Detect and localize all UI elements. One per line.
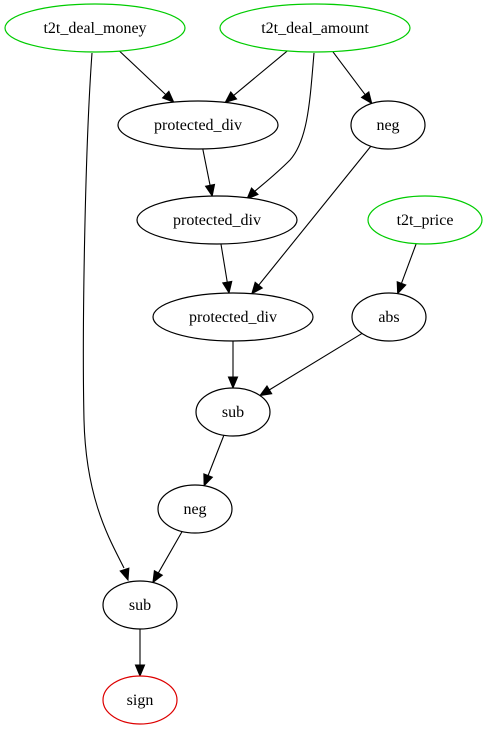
edge-line bbox=[332, 51, 366, 95]
node-label: neg bbox=[183, 501, 206, 518]
arrowhead bbox=[258, 385, 273, 397]
arrowhead bbox=[251, 281, 264, 295]
node-label: t2t_deal_amount bbox=[261, 20, 369, 37]
edge-line bbox=[119, 50, 167, 95]
edge-n_pdiv1-to-n_pdiv2 bbox=[202, 148, 216, 198]
node-ellipse bbox=[195, 387, 271, 437]
arrowhead bbox=[134, 664, 146, 678]
node-input-t2t-deal-money: t2t_deal_money bbox=[4, 3, 186, 53]
edge-line bbox=[269, 332, 363, 391]
edge-line bbox=[233, 50, 288, 96]
node-label: abs bbox=[378, 309, 399, 326]
edge-n_amount-to-n_neg1 bbox=[332, 51, 373, 105]
node-ellipse bbox=[117, 100, 279, 150]
node-ellipse bbox=[351, 292, 427, 342]
node-input-t2t-price: t2t_price bbox=[367, 195, 483, 245]
arrowhead bbox=[360, 91, 373, 105]
edge-n_sub1-to-n_neg2 bbox=[203, 435, 225, 487]
arrowhead bbox=[246, 187, 259, 200]
node-label: t2t_deal_money bbox=[43, 20, 146, 37]
edge-n_money-to-n_pdiv1 bbox=[119, 50, 175, 104]
node-label: sub bbox=[129, 597, 151, 614]
edge-n_neg2-to-n_sub2 bbox=[152, 531, 183, 584]
nodes-layer: t2t_deal_money t2t_deal_amount protected_d… bbox=[4, 3, 483, 725]
node-ellipse bbox=[102, 675, 178, 725]
edge-line bbox=[220, 243, 228, 283]
node-ellipse bbox=[350, 100, 426, 150]
arrowhead bbox=[203, 473, 214, 487]
node-label: sign bbox=[127, 692, 154, 709]
edge-line bbox=[207, 435, 225, 476]
edge-n_money-to-n_sub2 bbox=[82, 52, 130, 582]
node-label: protected_div bbox=[154, 117, 242, 134]
arrowhead bbox=[227, 376, 239, 390]
node-ellipse bbox=[4, 3, 186, 53]
arrowhead bbox=[221, 280, 233, 295]
edge-n_pdiv3-to-n_sub1 bbox=[227, 341, 239, 390]
node-op-sub: sub bbox=[102, 580, 178, 630]
node-label: t2t_price bbox=[397, 212, 454, 229]
arrowhead bbox=[396, 281, 407, 295]
edge-n_amount-to-n_pdiv1 bbox=[224, 50, 288, 104]
edge-n_price-to-n_abs bbox=[396, 243, 417, 295]
node-op-protected-div: protected_div bbox=[136, 195, 298, 245]
edge-line bbox=[400, 243, 417, 284]
edge-line bbox=[202, 148, 211, 186]
edge-n_pdiv2-to-n_pdiv3 bbox=[220, 243, 233, 295]
node-label: sub bbox=[222, 404, 244, 421]
edge-n_neg1-to-n_pdiv3 bbox=[251, 145, 372, 295]
node-ellipse bbox=[367, 195, 483, 245]
edge-line bbox=[157, 531, 183, 574]
node-op-protected-div: protected_div bbox=[117, 100, 279, 150]
node-label: protected_div bbox=[189, 309, 277, 326]
edge-n_sub2-to-n_sign bbox=[134, 629, 146, 678]
arrowhead bbox=[152, 569, 164, 584]
node-op-neg: neg bbox=[350, 100, 426, 150]
edge-line bbox=[253, 52, 315, 193]
arrowhead bbox=[224, 90, 238, 104]
node-label: protected_div bbox=[173, 212, 261, 229]
arrowhead bbox=[119, 567, 130, 582]
edge-n_amount-to-n_pdiv2 bbox=[246, 52, 315, 200]
edge-line bbox=[82, 52, 125, 569]
node-output-sign: sign bbox=[102, 675, 178, 725]
arrowhead bbox=[161, 90, 175, 104]
edge-n_abs-to-n_sub1 bbox=[258, 332, 363, 397]
node-input-t2t-deal-amount: t2t_deal_amount bbox=[219, 3, 411, 53]
node-op-neg: neg bbox=[157, 484, 233, 534]
arrowhead bbox=[204, 183, 216, 198]
node-label: neg bbox=[376, 117, 399, 134]
node-ellipse bbox=[152, 292, 314, 342]
node-ellipse bbox=[102, 580, 178, 630]
edge-line bbox=[258, 145, 372, 286]
node-op-abs: abs bbox=[351, 292, 427, 342]
node-op-sub: sub bbox=[195, 387, 271, 437]
node-ellipse bbox=[157, 484, 233, 534]
node-ellipse bbox=[136, 195, 298, 245]
edges-layer bbox=[82, 50, 417, 678]
node-op-protected-div: protected_div bbox=[152, 292, 314, 342]
node-ellipse bbox=[219, 3, 411, 53]
